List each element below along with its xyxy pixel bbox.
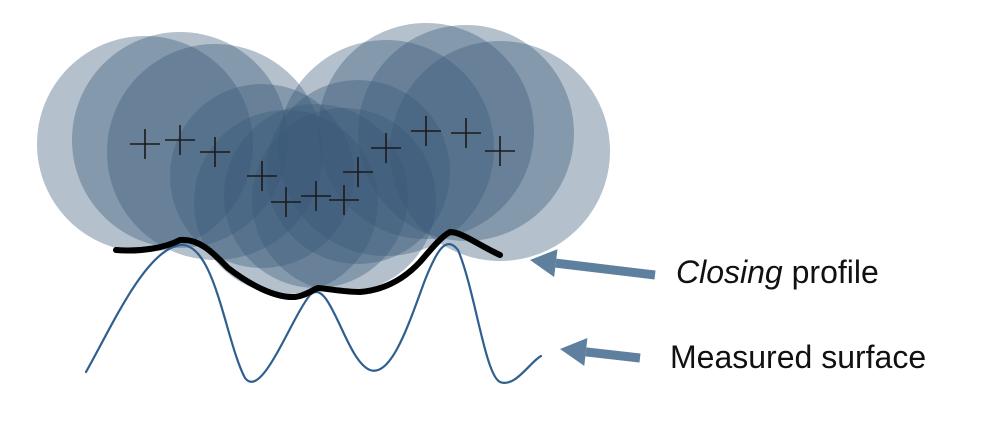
plus-marker-icon xyxy=(247,161,277,191)
plus-marker-icon xyxy=(329,185,359,215)
plus-marker-icon xyxy=(301,181,331,211)
plus-marker-icon xyxy=(451,118,481,148)
closing-rest-text: profile xyxy=(782,254,879,290)
measured-arrow-icon xyxy=(560,337,641,366)
measured-surface-curve xyxy=(84,243,543,384)
arrow-shaft xyxy=(585,347,641,363)
plus-marker-icon xyxy=(371,133,401,163)
plus-marker-icon xyxy=(411,116,441,146)
annotation-arrows xyxy=(530,249,656,366)
plus-marker-icon xyxy=(343,157,373,187)
plus-marker-icon xyxy=(200,137,230,167)
arrow-shaft xyxy=(555,258,656,280)
arrow-head xyxy=(560,337,588,366)
closing-profile-curve xyxy=(113,229,503,301)
plus-marker-icon xyxy=(165,125,195,155)
plus-marker-icon xyxy=(485,136,515,166)
plus-marker-icon xyxy=(130,129,160,159)
closing-arrow-icon xyxy=(530,249,656,280)
arrow-head xyxy=(530,249,558,277)
closing-emphasis-text: Closing xyxy=(676,254,783,290)
plus-marker-icon xyxy=(271,187,301,217)
closing-profile-label: Closing profile xyxy=(676,256,879,288)
disk-center-markers xyxy=(130,116,515,217)
measured-surface-label: Measured surface xyxy=(670,339,927,375)
